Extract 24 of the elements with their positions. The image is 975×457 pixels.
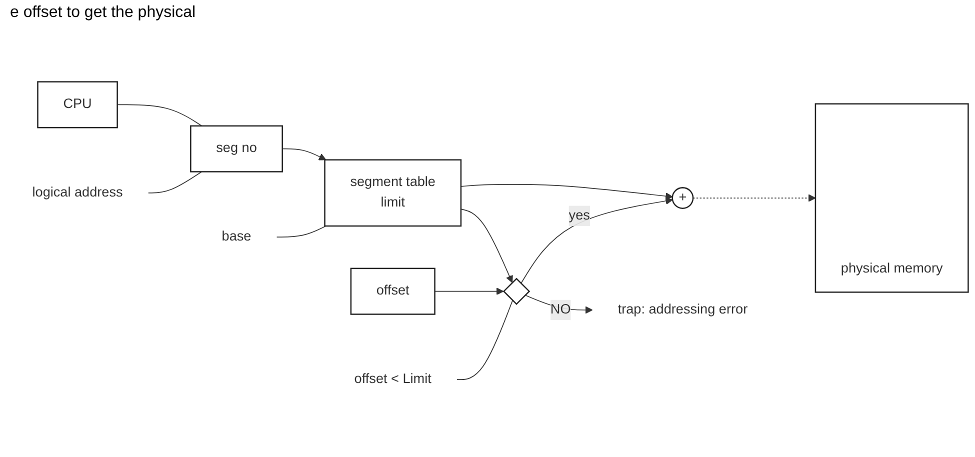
connector: [456, 300, 513, 380]
node-text: offset < Limit: [354, 372, 432, 387]
node-box: CPU: [37, 82, 118, 129]
arrow: [460, 184, 673, 200]
node-circle: +: [672, 187, 694, 210]
node-box: seg no: [190, 126, 283, 173]
arrow: [460, 209, 513, 284]
page-heading: e offset to get the physical: [9, 3, 197, 23]
node-text: logical address: [32, 186, 123, 200]
arrow: [282, 148, 326, 161]
node-box: physical memory: [814, 104, 969, 294]
node-text: trap: addressing error: [618, 302, 748, 318]
arrow: [692, 194, 816, 202]
node-box: segment table limit: [324, 160, 462, 228]
edge-label: yes: [568, 208, 590, 224]
arrow: [520, 198, 673, 284]
node-box: offset: [350, 268, 436, 316]
edge-label: NO: [550, 302, 571, 318]
arrow: [434, 288, 504, 296]
node-text: base: [222, 230, 252, 244]
connector: [116, 104, 202, 127]
connector: [148, 172, 202, 194]
node-diamond: [502, 278, 530, 306]
connector: [276, 226, 326, 238]
